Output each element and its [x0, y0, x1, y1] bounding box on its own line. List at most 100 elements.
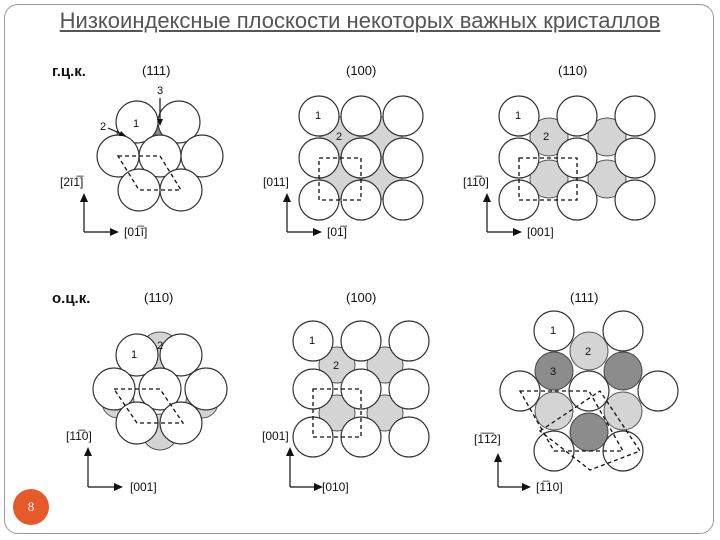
unit-cell	[116, 155, 183, 191]
arrowhead-up	[286, 447, 294, 456]
direction-right-label: [01̅]	[327, 225, 348, 239]
direction-right-label: [001]	[527, 225, 554, 239]
atom-layer2	[569, 331, 609, 371]
direction-right-label: [1̅10]	[536, 480, 563, 494]
atom-layer2	[534, 391, 574, 431]
atom	[388, 368, 430, 410]
face-label: (111)	[142, 63, 170, 78]
face-label: (110)	[144, 290, 173, 305]
atom	[340, 416, 382, 458]
atom	[568, 370, 610, 412]
layer-label-1: 1	[133, 118, 139, 130]
atom	[602, 310, 644, 352]
arrowhead-right	[313, 228, 322, 236]
atom-layer2	[587, 159, 627, 199]
layer-label-2: 2	[336, 131, 342, 143]
lattice-label-bcc: о.ц.к.	[52, 290, 90, 307]
atom	[159, 168, 203, 212]
layer-label-2: 2	[333, 360, 339, 372]
atom-layer2	[529, 159, 569, 199]
layer-label-1: 1	[515, 110, 521, 122]
unit-cell	[318, 157, 362, 201]
atom-layer2	[366, 394, 404, 432]
atom-layer2	[318, 346, 356, 384]
atom	[533, 310, 575, 352]
arrowhead-up	[494, 453, 502, 462]
direction-right-label: [010]	[322, 480, 349, 494]
layer-label-3: 3	[550, 366, 556, 378]
arrowhead-right	[513, 228, 522, 236]
slide-title: Низкоиндексные плоскости некоторых важны…	[59, 8, 661, 33]
atom-layer3	[569, 412, 609, 452]
atom-layer2	[318, 394, 356, 432]
direction-up-label: [011]	[263, 175, 289, 189]
atom	[159, 333, 203, 377]
atom	[614, 95, 656, 137]
arrowhead	[157, 119, 163, 126]
arrowhead-right	[314, 483, 323, 491]
layer-label-2: 2	[100, 121, 106, 133]
direction-right-label: [001]	[130, 480, 157, 494]
direction-right-label: [01̅ī]	[124, 225, 147, 239]
atom	[180, 134, 224, 178]
face-label: (100)	[346, 290, 376, 305]
atom	[115, 333, 159, 377]
atom-layer2	[587, 117, 627, 157]
panel-bcc-110: (110) 1 2 [11̅0] [001]	[66, 290, 228, 494]
atom	[388, 416, 430, 458]
atom	[388, 320, 430, 362]
atom-layer3	[603, 351, 643, 391]
arrowhead-up	[483, 193, 491, 202]
face-label: (100)	[346, 63, 376, 78]
atom	[382, 137, 424, 179]
direction-up-label: [1̅1̅2]	[474, 432, 501, 446]
layer-label-1: 1	[131, 349, 137, 361]
direction-up-label: [2ī1̅]	[60, 175, 84, 189]
page-number-badge: 8	[13, 489, 49, 525]
unit-cell	[112, 388, 185, 424]
layer-label-2: 2	[543, 131, 549, 143]
atom	[637, 370, 679, 412]
direction-up-label: [11̅0]	[66, 429, 92, 443]
atom	[602, 430, 644, 472]
direction-up-label: [001]	[262, 429, 289, 443]
unit-cell-projection	[538, 390, 641, 471]
atom	[556, 95, 598, 137]
atom	[159, 401, 203, 445]
layer-label-2: 2	[157, 340, 163, 352]
arrowhead-up	[84, 447, 92, 456]
atom	[382, 95, 424, 137]
atom	[184, 367, 228, 411]
arrowhead-up	[80, 193, 88, 202]
arrowhead-up	[283, 193, 291, 202]
layer-label-2: 2	[585, 346, 591, 358]
atom	[298, 95, 340, 137]
atom-layer2	[529, 117, 569, 157]
atom	[117, 168, 161, 212]
face-label: (111)	[570, 290, 598, 305]
arrowhead-right	[114, 483, 123, 491]
unit-cell	[312, 388, 362, 438]
atom	[157, 100, 201, 144]
panel-fcc-111: (111) 1 2 3 [2ī1̅] [01̅ī]	[60, 63, 224, 239]
atom	[340, 95, 382, 137]
face-label: (110)	[558, 63, 587, 78]
direction-up-label: [11̅0]	[463, 175, 489, 189]
panel-bcc-111: (111) 1 2 3 [1̅1̅2] [1̅10]	[474, 290, 679, 494]
atom	[340, 368, 382, 410]
atom-layer2	[603, 391, 643, 431]
unit-cell	[518, 157, 578, 201]
layer-label-1: 1	[309, 335, 315, 347]
arrowhead-right	[110, 228, 119, 236]
atom	[340, 320, 382, 362]
atom	[614, 137, 656, 179]
atom-layer3	[534, 351, 574, 391]
layer-label-1: 1	[550, 325, 556, 337]
atom-layer2	[366, 346, 404, 384]
arrowhead	[119, 131, 126, 136]
unit-cell	[518, 390, 625, 452]
panel-bcc-100: (100) 1 2 [001] [010]	[262, 290, 430, 494]
lattice-label-fcc: г.ц.к.	[52, 63, 86, 80]
panel-fcc-100: (100) 1 2 [011] [01̅]	[263, 63, 424, 239]
